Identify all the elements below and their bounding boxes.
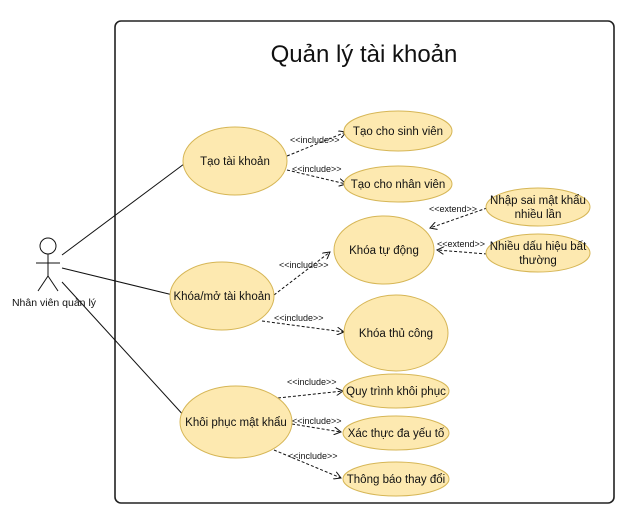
label-include-1: <<include>> bbox=[290, 135, 340, 145]
include-recover-notify bbox=[273, 449, 341, 478]
extend-suspicious bbox=[437, 250, 488, 254]
usecase-create-student[interactable] bbox=[343, 110, 453, 152]
system-title: Quản lý tài khoản bbox=[271, 41, 458, 68]
usecase-manual-lock[interactable] bbox=[343, 294, 449, 372]
label-wrong-password-2: nhiều lần bbox=[515, 209, 562, 221]
include-lock-manual bbox=[261, 320, 344, 332]
usecase-recover-flow[interactable] bbox=[342, 373, 450, 409]
label-notify: Thông báo thay đổi bbox=[347, 474, 445, 486]
label-wrong-password-1: Nhập sai mật khẩu bbox=[490, 195, 586, 207]
label-include-7: <<include>> bbox=[288, 451, 338, 461]
label-include-6: <<include>> bbox=[292, 416, 342, 426]
usecase-suspicious[interactable] bbox=[485, 233, 591, 273]
include-recover-flow bbox=[277, 391, 343, 399]
label-create-account: Tạo tài khoản bbox=[200, 156, 270, 168]
association-lock bbox=[61, 267, 174, 296]
label-recover-flow: Quy trình khôi phục bbox=[346, 386, 446, 398]
usecase-auto-lock[interactable] bbox=[333, 215, 435, 285]
label-include-2: <<include>> bbox=[292, 164, 342, 174]
include-create-staff bbox=[286, 169, 346, 184]
label-suspicious-2: thường bbox=[519, 255, 557, 267]
associations bbox=[61, 163, 187, 419]
usecase-create-staff[interactable] bbox=[343, 165, 453, 203]
usecase-lock-unlock[interactable] bbox=[169, 261, 275, 331]
label-create-student: Tạo cho sinh viên bbox=[353, 126, 443, 138]
association-recover bbox=[61, 281, 187, 419]
label-suspicious-1: Nhiều dấu hiệu bất bbox=[490, 241, 587, 253]
usecase-notify[interactable] bbox=[342, 461, 450, 497]
label-extend-1: <<extend>> bbox=[429, 204, 477, 214]
include-create-student bbox=[286, 132, 346, 157]
actor-label: Nhân viên quản lý bbox=[12, 297, 97, 309]
usecase-labels: Tạo tài khoản Tạo cho sinh viên Tạo cho … bbox=[173, 126, 587, 486]
include-recover-mfa bbox=[291, 423, 341, 432]
label-manual-lock: Khóa thủ công bbox=[359, 328, 433, 340]
association-create bbox=[61, 163, 185, 256]
usecase-create-account[interactable] bbox=[182, 126, 288, 196]
label-extend-2: <<extend>> bbox=[437, 239, 485, 249]
label-include-5: <<include>> bbox=[287, 377, 337, 387]
label-mfa: Xác thực đa yếu tố bbox=[348, 428, 445, 440]
label-auto-lock: Khóa tự động bbox=[349, 245, 419, 257]
label-include-3: <<include>> bbox=[279, 260, 329, 270]
usecase-recover-password[interactable] bbox=[179, 385, 293, 459]
label-include-4: <<include>> bbox=[274, 313, 324, 323]
include-lock-auto bbox=[273, 252, 330, 296]
relations bbox=[261, 132, 488, 478]
label-lock-unlock: Khóa/mở tài khoản bbox=[173, 291, 270, 303]
usecase-mfa[interactable] bbox=[342, 415, 450, 451]
usecase-wrong-password[interactable] bbox=[485, 187, 591, 227]
label-create-staff: Tạo cho nhân viên bbox=[351, 179, 446, 191]
label-recover-password: Khôi phục mật khẩu bbox=[185, 417, 287, 429]
actor-figure bbox=[36, 237, 60, 292]
extend-wrong-password bbox=[430, 207, 488, 228]
relation-labels: <<include>> <<include>> <<include>> <<in… bbox=[274, 135, 485, 461]
